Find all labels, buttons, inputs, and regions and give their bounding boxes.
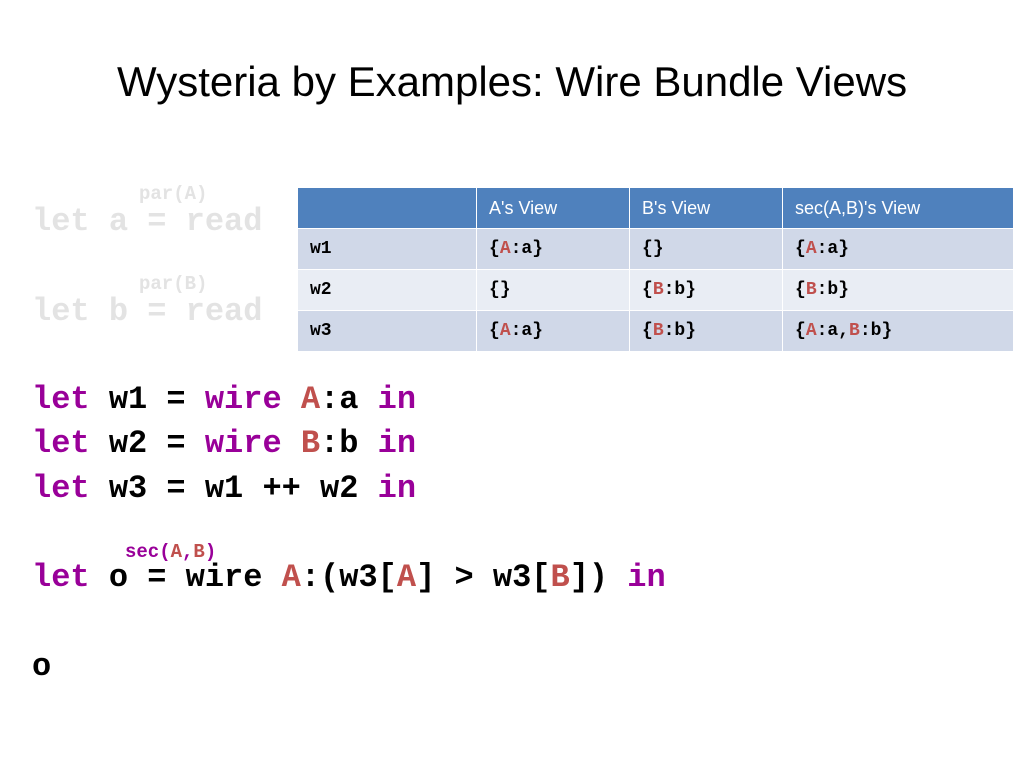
code-line-w2: let w2 = wire B:b in <box>32 425 417 462</box>
code-line-o: let o = wire A:(w3[A] > w3[B]) in <box>32 559 666 596</box>
table-header-row: A's View B's View sec(A,B)'s View <box>298 188 1014 229</box>
row-label: w3 <box>298 310 477 351</box>
code-line-w3: let w3 = w1 ++ w2 in <box>32 470 417 507</box>
table-row: w2 {} {B:b} {B:b} <box>298 269 1014 311</box>
cell-a-view: {} <box>476 269 630 311</box>
table-row: w1 {A:a} {} {A:a} <box>298 228 1014 270</box>
faded-line-b: let b = read <box>32 293 263 330</box>
cell-a-view: {A:a} <box>476 228 630 270</box>
cell-sec-view: {A:a,B:b} <box>782 310 1014 351</box>
code-line-w1: let w1 = wire A:a in <box>32 381 417 418</box>
slide-title: Wysteria by Examples: Wire Bundle Views <box>116 58 908 105</box>
table-row: w3 {A:a} {B:b} {A:a,B:b} <box>298 310 1014 351</box>
views-table: A's View B's View sec(A,B)'s View w1 {A:… <box>298 188 1014 351</box>
header-empty <box>298 188 477 229</box>
cell-b-view: {B:b} <box>629 310 783 351</box>
par-b-annotation: par(B) <box>139 273 208 295</box>
header-b-view: B's View <box>629 188 783 229</box>
row-label: w1 <box>298 228 477 270</box>
cell-b-view: {} <box>629 228 783 270</box>
par-a-annotation: par(A) <box>139 183 208 205</box>
header-sec-view: sec(A,B)'s View <box>782 188 1014 229</box>
cell-sec-view: {B:b} <box>782 269 1014 311</box>
faded-line-a: let a = read <box>32 203 263 240</box>
code-line-result: o <box>32 648 52 685</box>
header-a-view: A's View <box>476 188 630 229</box>
cell-a-view: {A:a} <box>476 310 630 351</box>
cell-b-view: {B:b} <box>629 269 783 311</box>
sec-annotation: sec(A,B) <box>125 541 217 563</box>
row-label: w2 <box>298 269 477 311</box>
cell-sec-view: {A:a} <box>782 228 1014 270</box>
